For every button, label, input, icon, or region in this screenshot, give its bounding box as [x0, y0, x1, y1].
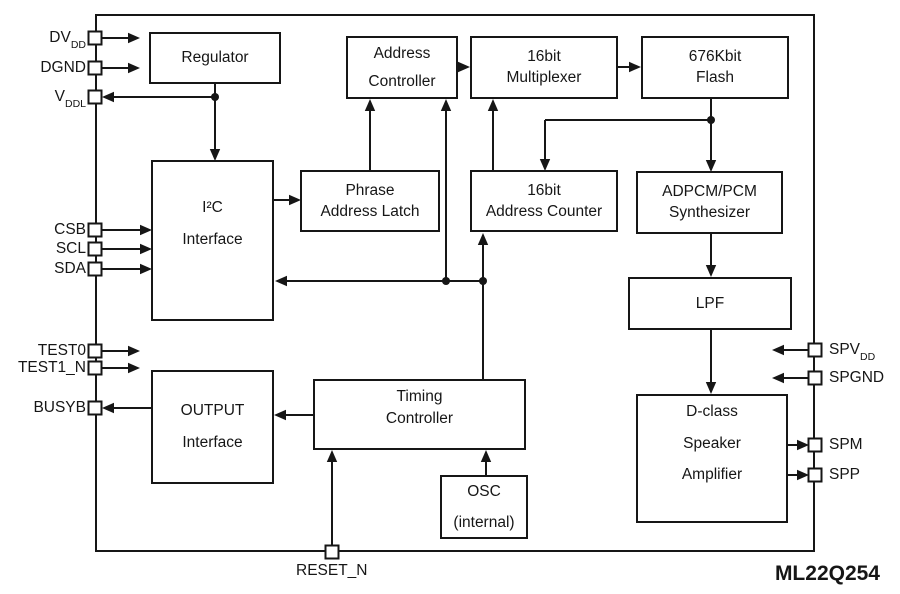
pin-square-test0 — [87, 343, 103, 359]
block-osc: OSC (internal) — [440, 475, 528, 539]
pin-label-csb: CSB — [54, 221, 86, 238]
pin-square-scl — [87, 241, 103, 257]
pin-label-spgnd: SPGND — [829, 369, 885, 386]
arrowheads — [102, 32, 809, 481]
pin-square-busyb — [87, 400, 103, 416]
pin-squares — [87, 30, 823, 560]
block-address-controller: Address Controller — [346, 36, 458, 99]
pin-square-dvdd — [87, 30, 103, 46]
pin-label-busyb: BUSYB — [33, 399, 86, 416]
pin-square-spp — [807, 467, 823, 483]
pin-label-vddl: VDDL — [54, 88, 86, 111]
pin-label-dgnd: DGND — [40, 59, 86, 76]
pin-square-dgnd — [87, 60, 103, 76]
pin-label-test0: TEST0 — [37, 342, 86, 359]
block-flash: 676Kbit Flash — [641, 36, 789, 99]
pin-label-spm: SPM — [829, 436, 863, 453]
block-i2c-interface: I²C Interface — [151, 160, 274, 321]
pin-label-dvdd: DVDD — [49, 29, 86, 52]
block-output-interface: OUTPUT Interface — [151, 370, 274, 484]
block-regulator-label: Regulator — [181, 49, 249, 67]
pin-label-spvdd: SPVDD — [829, 341, 876, 364]
block-phrase-address-latch: Phrase Address Latch — [300, 170, 440, 232]
block-regulator: Regulator — [149, 32, 281, 84]
pin-label-spp: SPP — [829, 466, 861, 483]
pin-label-resetn: RESET_N — [296, 562, 368, 579]
wire-lines — [102, 37, 808, 546]
pin-square-spvdd — [807, 342, 823, 358]
pin-label-sda: SDA — [54, 260, 86, 277]
pin-label-scl: SCL — [55, 240, 86, 257]
block-16bit-multiplexer: 16bit Multiplexer — [470, 36, 618, 99]
pin-square-spgnd — [807, 370, 823, 386]
chip-border — [95, 14, 815, 552]
pin-square-spm — [807, 437, 823, 453]
block-16bit-address-counter: 16bit Address Counter — [470, 170, 618, 232]
pin-square-csb — [87, 222, 103, 238]
pin-square-test1n — [87, 360, 103, 376]
pin-square-sda — [87, 261, 103, 277]
pin-square-vddl — [87, 89, 103, 105]
block-lpf: LPF — [628, 277, 792, 330]
junction-dots — [211, 93, 715, 285]
block-timing-controller: Timing Controller — [313, 379, 526, 450]
block-dclass-speaker-amplifier: D-class Speaker Amplifier — [636, 394, 788, 523]
pin-square-resetn — [324, 544, 340, 560]
chip-part-number: ML22Q254 — [774, 562, 880, 585]
pin-label-test1n: TEST1_N — [17, 359, 86, 376]
block-adpcm-synthesizer: ADPCM/PCM Synthesizer — [636, 171, 783, 234]
